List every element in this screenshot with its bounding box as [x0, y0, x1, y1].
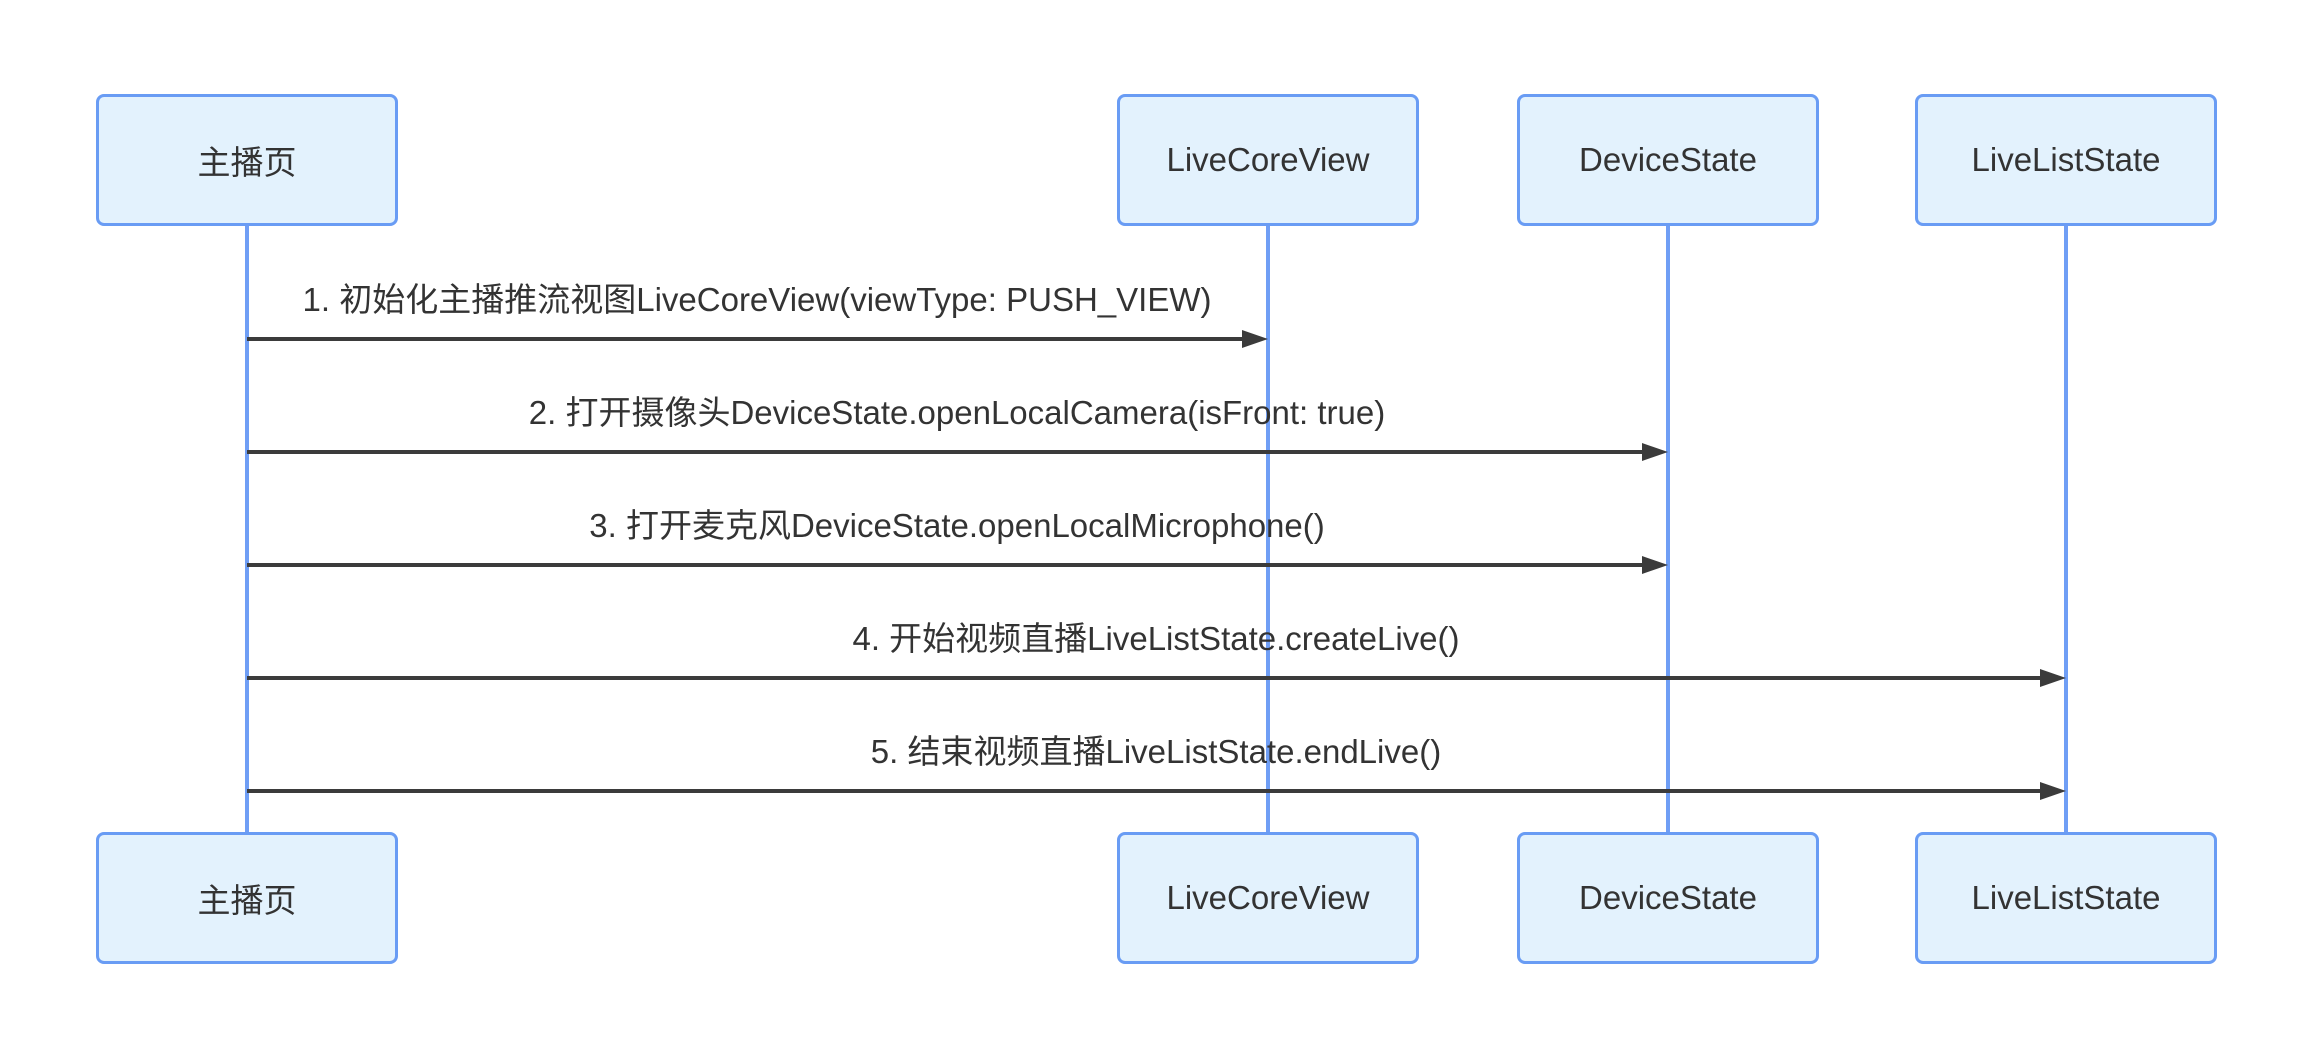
- actor-bottom-device-state: DeviceState: [1517, 832, 1819, 964]
- actor-bottom-anchor-page: 主播页: [96, 832, 398, 964]
- actor-label: 主播页: [197, 144, 297, 181]
- actor-label: LiveCoreView: [1166, 141, 1370, 178]
- actor-label: 主播页: [197, 882, 297, 919]
- message-3-arrowhead-icon: [1642, 556, 1668, 574]
- actor-label: DeviceState: [1579, 141, 1757, 178]
- actor-label: DeviceState: [1579, 879, 1757, 916]
- actor-bottom-live-core-view: LiveCoreView: [1117, 832, 1419, 964]
- message-1-label: 1. 初始化主播推流视图LiveCoreView(viewType: PUSH_…: [302, 281, 1212, 318]
- message-4-arrowhead-icon: [2040, 669, 2066, 687]
- lifeline-device-state: [1666, 226, 1670, 832]
- message-2-arrow-line: [247, 450, 1644, 454]
- message-5-arrowhead-icon: [2040, 782, 2066, 800]
- actor-label: LiveCoreView: [1166, 879, 1370, 916]
- message-5-label: 5. 结束视频直播LiveListState.endLive(): [870, 733, 1442, 770]
- message-4-label: 4. 开始视频直播LiveListState.createLive(): [852, 620, 1460, 657]
- actor-bottom-live-list-state: LiveListState: [1915, 832, 2217, 964]
- lifeline-live-core-view: [1266, 226, 1270, 832]
- message-3-label: 3. 打开麦克风DeviceState.openLocalMicrophone(…: [589, 507, 1325, 544]
- message-1-arrow-line: [247, 337, 1244, 341]
- actor-top-anchor-page: 主播页: [96, 94, 398, 226]
- actor-label: LiveListState: [1971, 879, 2161, 916]
- message-1-arrowhead-icon: [1242, 330, 1268, 348]
- message-5-arrow-line: [247, 789, 2042, 793]
- message-3-arrow-line: [247, 563, 1644, 567]
- lifeline-live-list-state: [2064, 226, 2068, 832]
- lifeline-anchor-page: [245, 226, 249, 832]
- message-2-label: 2. 打开摄像头DeviceState.openLocalCamera(isFr…: [528, 394, 1386, 431]
- actor-top-live-core-view: LiveCoreView: [1117, 94, 1419, 226]
- actor-top-live-list-state: LiveListState: [1915, 94, 2217, 226]
- actor-top-device-state: DeviceState: [1517, 94, 1819, 226]
- actor-label: LiveListState: [1971, 141, 2161, 178]
- message-4-arrow-line: [247, 676, 2042, 680]
- message-2-arrowhead-icon: [1642, 443, 1668, 461]
